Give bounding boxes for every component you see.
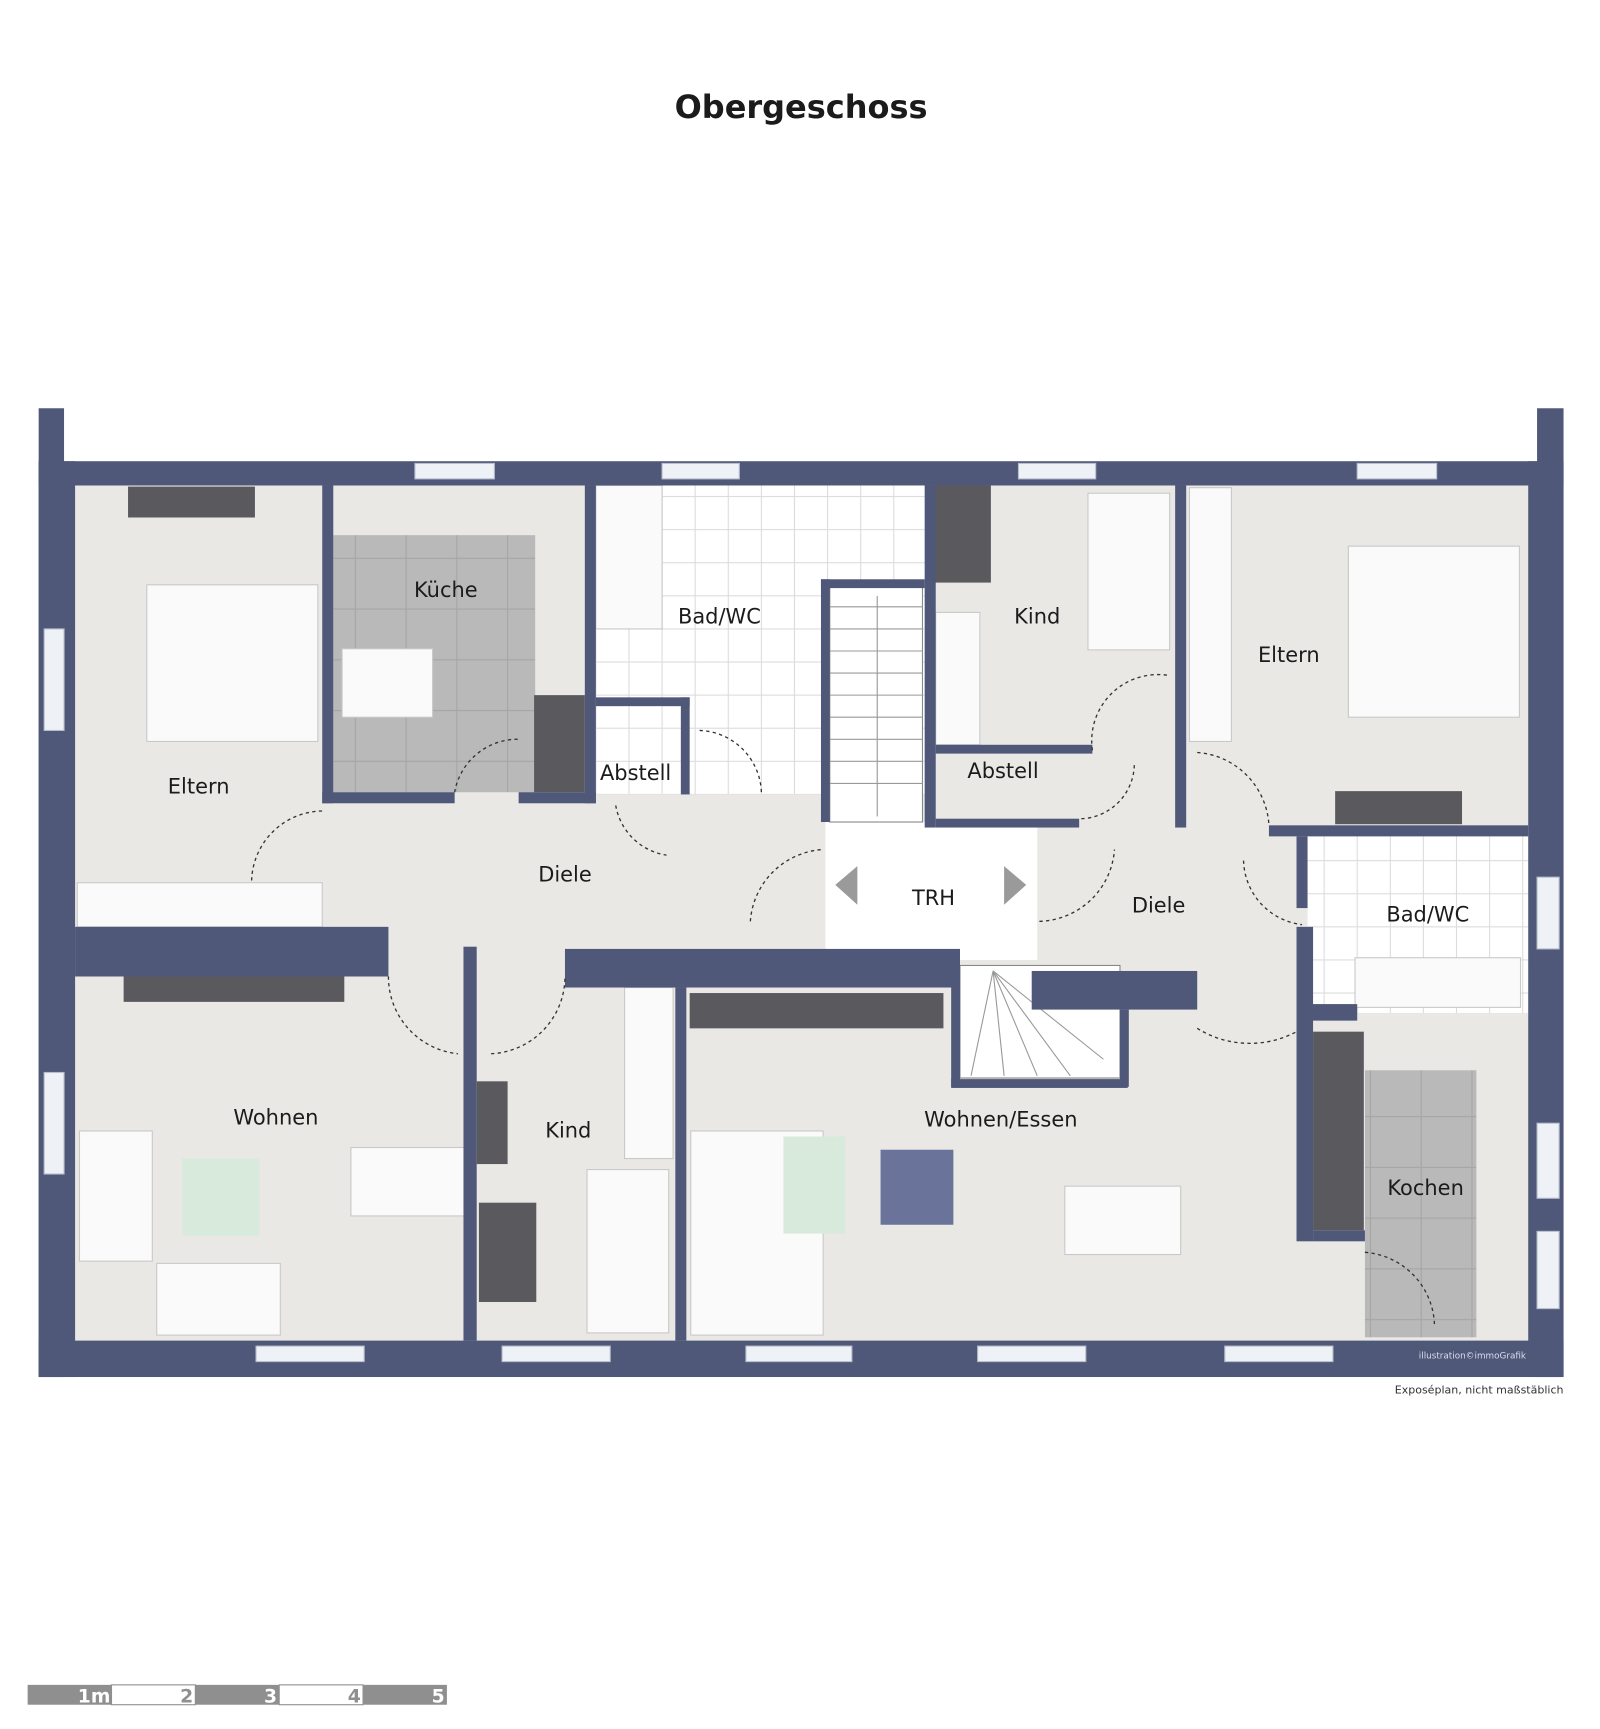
arrow-right-icon <box>1004 866 1027 905</box>
furniture <box>76 484 1522 1336</box>
plan-title: Obergeschoss <box>675 88 928 126</box>
room-label-eltern-left: Eltern <box>168 774 230 798</box>
scale-note: Exposéplan, nicht maßstäblich <box>1395 1384 1564 1397</box>
credit-text: illustration©immoGrafik <box>1419 1351 1527 1361</box>
room-label-kind-top: Kind <box>1014 604 1060 628</box>
windows <box>43 462 1560 1363</box>
scale-bar: 1m 2 3 4 5 <box>27 1684 447 1708</box>
room-label-diele-right: Diele <box>1132 893 1186 917</box>
scale-label-1: 1m <box>78 1687 111 1708</box>
scale-label-4: 4 <box>348 1687 361 1708</box>
scale-label-2: 2 <box>180 1687 193 1708</box>
room-label-wohnen-essen: Wohnen/Essen <box>924 1108 1077 1132</box>
kochen-floor <box>1364 1070 1477 1338</box>
room-label-abstell-left: Abstell <box>600 761 671 785</box>
room-label-kueche: Küche <box>414 578 478 602</box>
door-swings <box>250 673 1436 1325</box>
room-label-eltern-right: Eltern <box>1258 643 1320 667</box>
scale-label-5: 5 <box>432 1687 445 1708</box>
room-label-diele-left: Diele <box>538 863 592 887</box>
room-label-bad-left: Bad/WC <box>678 604 761 628</box>
scale-label-3: 3 <box>264 1687 277 1708</box>
staircase-upper <box>829 584 924 823</box>
room-label-wohnen: Wohnen <box>233 1105 318 1129</box>
room-label-kind-bottom: Kind <box>545 1119 591 1143</box>
room-label-trh: TRH <box>911 886 955 910</box>
room-label-kochen: Kochen <box>1387 1176 1464 1200</box>
room-label-bad-right: Bad/WC <box>1386 902 1469 926</box>
room-label-abstell-right: Abstell <box>967 759 1038 783</box>
arrow-left-icon <box>835 866 858 905</box>
trh-area <box>825 822 1038 960</box>
